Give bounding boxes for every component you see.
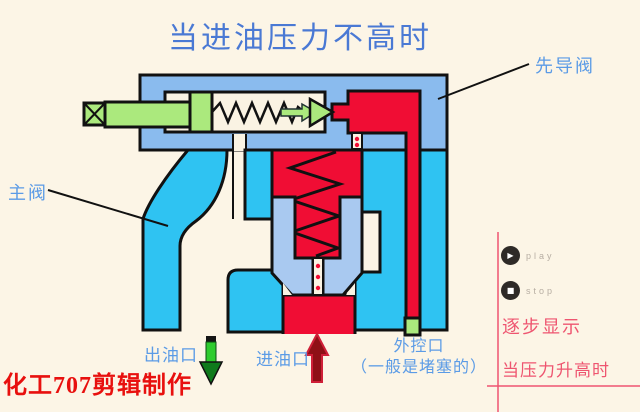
label-control-port-line2: （一般是堵塞的）: [350, 359, 487, 376]
valve-body-right-block: [353, 148, 449, 332]
outlet-flow-arrowhead: [198, 361, 224, 386]
seat-gap-left: [283, 283, 292, 295]
pilot-drain-passage: [234, 134, 245, 151]
orifice-oil-dot: [315, 274, 321, 280]
callout-main-valve: 主阀: [8, 183, 48, 203]
orifice-oil-dot: [354, 136, 360, 142]
orifice-oil-dot: [354, 142, 360, 148]
page-title: 当进油压力不高时: [168, 22, 432, 55]
pilot-poppet-cone: [308, 96, 336, 129]
spring-seat-plate: [188, 90, 214, 134]
main-valve-pointer-line: [47, 189, 169, 227]
orifice-oil-dot: [315, 285, 321, 291]
inlet-flow-arrow: [304, 331, 330, 383]
callout-pilot-valve: 先导阀: [535, 56, 595, 76]
label-inlet-port: 进油口: [256, 350, 310, 369]
note-pressure-rise: 当压力升高时: [502, 361, 610, 380]
play-button[interactable]: ▶ play: [501, 246, 555, 265]
stop-button-label: stop: [526, 285, 556, 296]
adjustment-rod: [103, 100, 192, 129]
pilot-spring: [211, 99, 305, 126]
play-icon[interactable]: ▶: [501, 246, 520, 265]
note-step-display: 逐步显示: [502, 317, 582, 337]
label-control-port: 外控口 （一般是堵塞的）: [330, 336, 508, 378]
watermark-credit: 化工707剪辑制作: [3, 373, 192, 399]
inlet-chamber: [281, 293, 357, 334]
outlet-flow-arrow: [206, 336, 216, 342]
label-control-port-line1: 外控口: [393, 338, 445, 355]
adjustment-knob-cross: [83, 102, 106, 126]
valve-body-bottom-left-block: [226, 268, 285, 334]
outlet-passage-elbow: [141, 148, 229, 332]
outlet-flow-arrow: [205, 341, 217, 365]
label-outlet-port: 出油口: [144, 346, 198, 365]
control-port-plug: [403, 316, 422, 337]
play-button-label: play: [526, 250, 555, 261]
stop-icon[interactable]: ■: [501, 281, 520, 300]
stop-button[interactable]: ■ stop: [501, 281, 555, 300]
seat-gap-right: [346, 283, 355, 295]
pilot-valve-pointer-line: [437, 63, 530, 100]
main-spool-right: [321, 195, 364, 297]
orifice-oil-dot: [315, 263, 321, 269]
main-spring: [285, 150, 345, 258]
valve-body-left-block: [243, 148, 274, 221]
